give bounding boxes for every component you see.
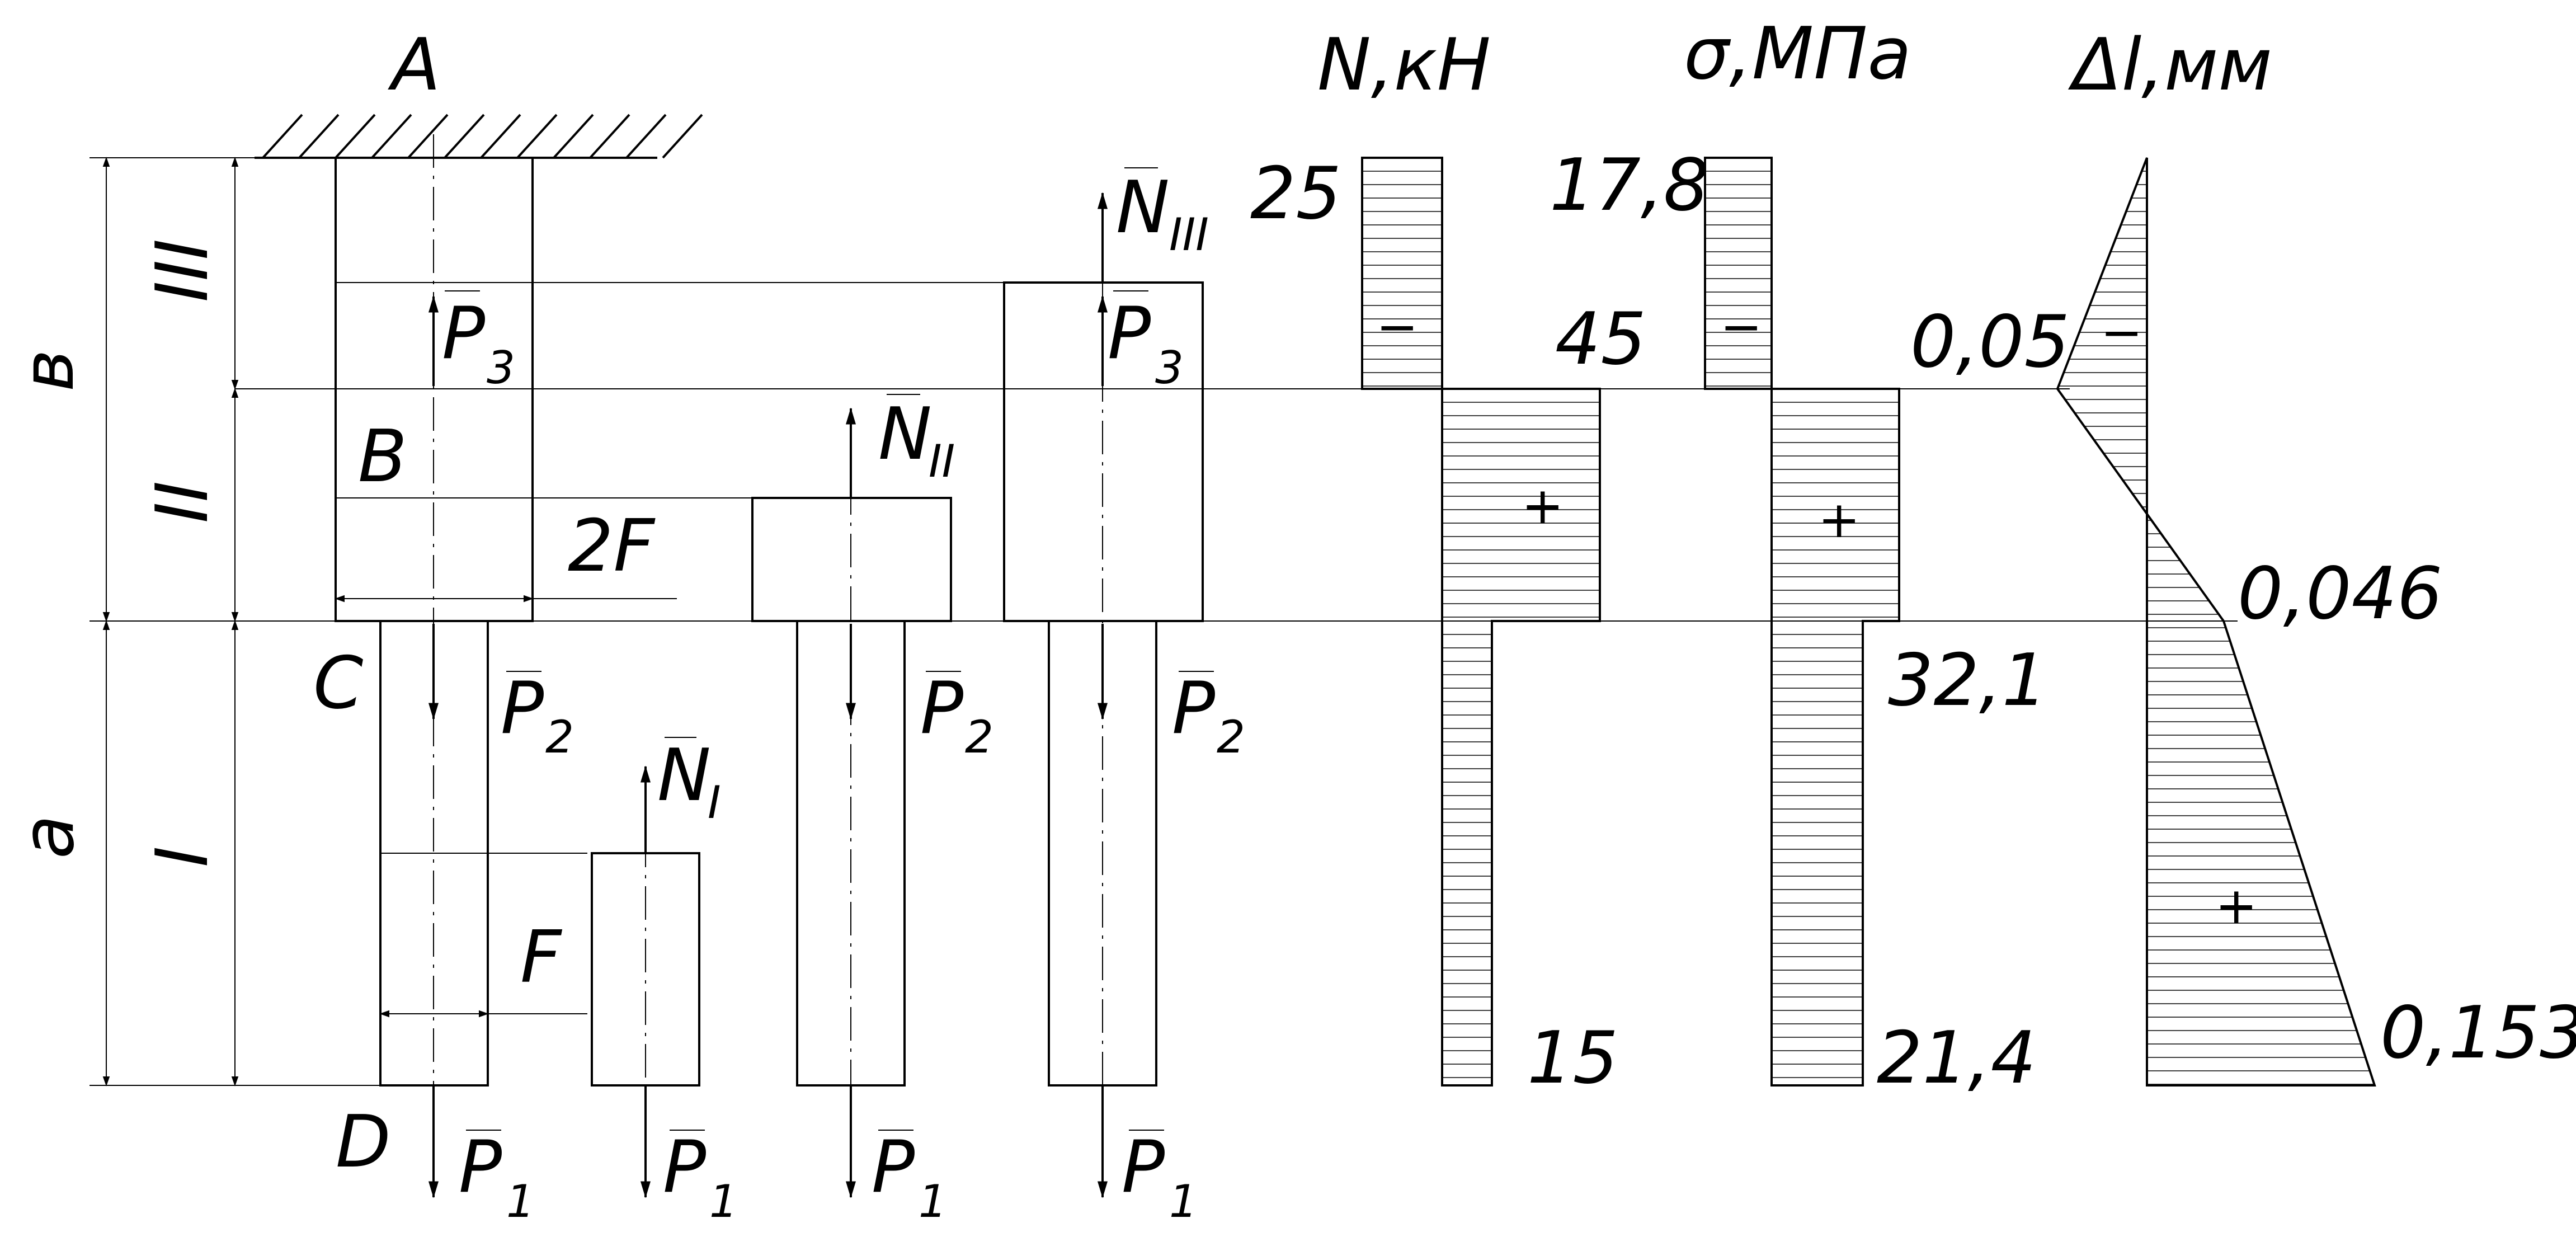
svg-text:P: P xyxy=(872,1126,915,1209)
svg-text:P: P xyxy=(501,667,544,750)
sigma-sign-plus: + xyxy=(1818,491,1860,549)
dl-sign-plus: + xyxy=(2215,877,2257,935)
svg-text:P: P xyxy=(1172,667,1215,750)
point-c-label: C xyxy=(313,642,363,725)
svg-text:P: P xyxy=(663,1126,706,1209)
n-header: N,кН xyxy=(1317,23,1491,107)
svg-text:1: 1 xyxy=(709,1175,738,1227)
svg-text:P: P xyxy=(459,1126,502,1209)
svg-text:N: N xyxy=(1116,166,1170,250)
force-p1-label-cut1: P 1 xyxy=(663,1126,738,1227)
force-p2-label-cut2: P 2 xyxy=(920,667,993,763)
dim-a-label: a xyxy=(7,815,90,859)
force-p3-label: P 3 xyxy=(442,290,515,394)
force-p3-label-cut3: P 3 xyxy=(1108,290,1184,394)
svg-text:1: 1 xyxy=(919,1175,947,1227)
dl-value-top: 0,05 xyxy=(1910,300,2070,384)
dl-diagram xyxy=(2056,157,2376,1087)
svg-text:P: P xyxy=(920,667,963,750)
sigma-sign-minus: − xyxy=(1720,298,1762,356)
n-sign-minus: − xyxy=(1376,298,1418,356)
sigma-value-top: 17,8 xyxy=(1550,144,1709,227)
svg-text:II: II xyxy=(929,435,955,487)
n-diagram xyxy=(1361,157,1601,1087)
section-1-label: I xyxy=(141,846,224,867)
section-cut-1 xyxy=(591,765,700,1198)
sigma-header: σ,МПа xyxy=(1684,12,1911,96)
svg-text:1: 1 xyxy=(506,1175,535,1227)
n-value-top: 25 xyxy=(1250,152,1341,236)
svg-text:2: 2 xyxy=(965,711,993,763)
svg-text:N: N xyxy=(657,734,711,817)
svg-text:I: I xyxy=(708,777,721,829)
point-a-label: A xyxy=(388,23,441,107)
force-p1-label-cut3: P 1 xyxy=(1122,1126,1198,1227)
sigma-diagram xyxy=(1704,157,1900,1087)
area-f-label: F xyxy=(520,916,563,999)
n-sign-plus: + xyxy=(1522,477,1564,535)
point-d-label: D xyxy=(336,1100,391,1184)
svg-text:3: 3 xyxy=(487,342,515,394)
force-p2-label-cut3: P 2 xyxy=(1172,667,1245,763)
force-p2-label: P 2 xyxy=(501,667,574,763)
dl-sign-minus: − xyxy=(2101,303,2142,362)
n-value-mid: 45 xyxy=(1555,298,1646,381)
svg-text:2: 2 xyxy=(1217,711,1245,763)
sigma-value-bottom: 21,4 xyxy=(1877,1017,2036,1100)
svg-text:III: III xyxy=(1169,209,1209,261)
force-n3-label: N III xyxy=(1116,166,1209,261)
svg-text:1: 1 xyxy=(1169,1175,1198,1227)
svg-text:P: P xyxy=(1108,292,1151,375)
section-2-label: II xyxy=(141,481,224,524)
svg-text:P: P xyxy=(442,292,485,375)
point-b-label: B xyxy=(358,415,407,498)
n-value-bottom: 15 xyxy=(1527,1017,1618,1100)
force-p1-label: P 1 xyxy=(459,1126,535,1227)
force-n1-label: N I xyxy=(657,734,721,829)
dl-value-mid: 0,046 xyxy=(2238,552,2442,636)
svg-text:3: 3 xyxy=(1155,342,1184,394)
section-cut-2 xyxy=(751,407,952,1198)
svg-text:P: P xyxy=(1122,1126,1165,1209)
dim-b-label: в xyxy=(7,350,90,392)
section-cut-3 xyxy=(1003,192,1204,1198)
main-bar xyxy=(335,134,677,1198)
dl-value-bottom: 0,153 xyxy=(2380,991,2576,1075)
force-p1-label-cut2: P 1 xyxy=(872,1126,947,1227)
force-n2-label: N II xyxy=(878,393,955,487)
area-2f-label: 2F xyxy=(568,505,656,588)
dl-header: Δl,мм xyxy=(2068,23,2272,107)
fixed-support xyxy=(255,114,703,159)
svg-text:N: N xyxy=(878,393,932,476)
section-3-label: III xyxy=(141,239,224,302)
sigma-value-mid: 32,1 xyxy=(1888,639,2047,722)
svg-text:2: 2 xyxy=(545,711,574,763)
